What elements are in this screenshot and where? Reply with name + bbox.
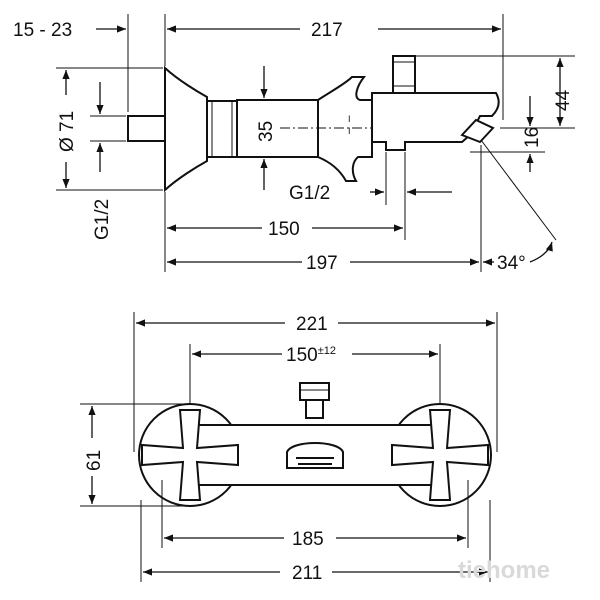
dim-length-spout: 197 [306, 253, 338, 274]
rosette [164, 65, 208, 193]
front-diverter-stem [305, 399, 324, 419]
dim-spout-angle: 34° [497, 253, 526, 274]
handle [317, 76, 373, 182]
dim-front-height: 61 [84, 450, 105, 471]
dim-center-tolerance: ±12 [318, 345, 336, 357]
spout-outlet [286, 442, 344, 469]
dim-center-distance: 150 [286, 345, 318, 366]
dim-thread-outlet: G1/2 [289, 183, 330, 204]
dim-height-diverter: 44 [553, 89, 574, 111]
dim-body-width: 185 [292, 529, 324, 550]
aerator [460, 118, 495, 144]
front-diverter-cap [299, 382, 330, 401]
dim-length-outlet: 150 [268, 219, 300, 240]
dim-body-diameter: 35 [256, 121, 277, 142]
left-cross-handle [141, 409, 239, 501]
dim-overall-length: 217 [311, 20, 343, 41]
watermark-text: tiehome [458, 557, 550, 584]
dim-rosette-diameter: Ø 71 [57, 111, 78, 152]
svg-text:I: I [348, 126, 351, 136]
dim-base-width: 211 [292, 563, 322, 584]
dim-overall-width: 221 [296, 314, 328, 335]
right-cross-handle [391, 409, 489, 501]
dim-height-spout: 16 [522, 127, 543, 148]
dim-wall-depth: 15 - 23 [13, 20, 72, 41]
svg-text:150±12: 150±12 [286, 345, 336, 366]
svg-text:I: I [348, 114, 351, 124]
wall-connector [127, 115, 166, 142]
side-view: I I 15 - 23 217 Ø 71 G1/2 35 44 [13, 14, 575, 274]
dim-thread-wall: G1/2 [92, 199, 113, 240]
diverter-knob [392, 55, 416, 94]
front-view: 221 150±12 61 185 211 [80, 312, 498, 584]
